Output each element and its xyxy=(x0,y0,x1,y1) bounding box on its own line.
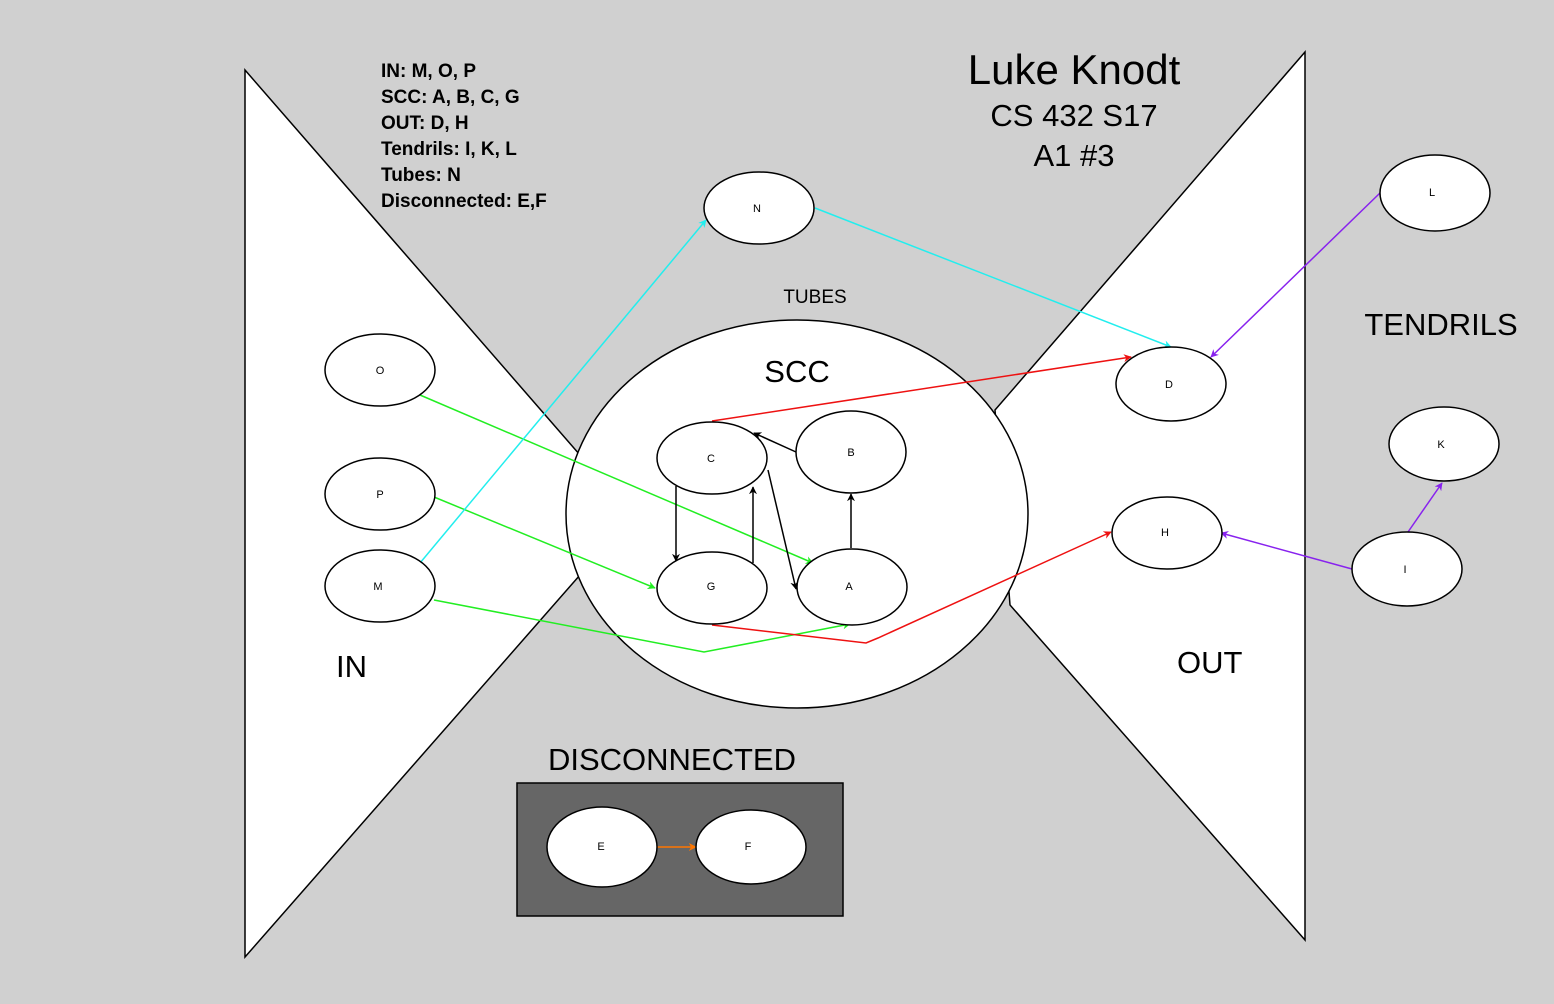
node-o[interactable]: O xyxy=(324,333,436,407)
legend-scc: SCC: A, B, C, G xyxy=(381,87,520,108)
edge-i-to-k xyxy=(1407,482,1443,533)
node-e-label: E xyxy=(597,841,604,853)
tendrils-region-label: TENDRILS xyxy=(1364,307,1517,342)
node-f[interactable]: F xyxy=(695,809,807,885)
node-g[interactable]: G xyxy=(656,551,768,625)
node-p[interactable]: P xyxy=(324,457,436,531)
node-h[interactable]: H xyxy=(1111,496,1223,570)
edge-i-to-h xyxy=(1220,531,1353,570)
node-a-label: A xyxy=(845,581,853,593)
node-e[interactable]: E xyxy=(546,806,658,888)
node-b-label: B xyxy=(847,447,854,459)
node-l-label: L xyxy=(1429,187,1435,199)
node-l[interactable]: L xyxy=(1379,154,1491,232)
node-d[interactable]: D xyxy=(1115,346,1227,422)
legend-in: IN: M, O, P xyxy=(381,61,476,82)
edge-l-to-d xyxy=(1210,192,1381,358)
node-k[interactable]: K xyxy=(1388,406,1500,482)
course-label: CS 432 S17 xyxy=(990,98,1157,133)
node-n[interactable]: N xyxy=(703,171,815,245)
node-g-label: G xyxy=(707,581,716,593)
node-m-label: M xyxy=(373,581,382,593)
node-b[interactable]: B xyxy=(795,410,907,494)
node-p-label: P xyxy=(376,489,383,501)
legend-out: OUT: D, H xyxy=(381,113,469,134)
legend: IN: M, O, P SCC: A, B, C, G OUT: D, H Te… xyxy=(381,61,547,212)
out-region-label: OUT xyxy=(1177,645,1243,680)
edges xyxy=(419,192,1443,851)
edge-n-to-d xyxy=(814,207,1172,349)
in-region-label: IN xyxy=(336,649,367,684)
nodes: O P M N C B G A xyxy=(324,154,1500,888)
legend-disconnected: Disconnected: E,F xyxy=(381,191,547,212)
edge-p-to-g xyxy=(433,496,656,589)
node-c[interactable]: C xyxy=(656,421,768,495)
scc-region-label: SCC xyxy=(764,354,829,389)
node-a[interactable]: A xyxy=(796,548,908,626)
node-o-label: O xyxy=(376,365,385,377)
assignment-label: A1 #3 xyxy=(1033,138,1114,173)
node-f-label: F xyxy=(745,841,752,853)
edge-m-to-a xyxy=(433,599,851,653)
edge-b-to-c xyxy=(753,432,797,453)
disconnected-region-label: DISCONNECTED xyxy=(548,742,796,777)
node-i[interactable]: I xyxy=(1351,531,1463,607)
node-i-label: I xyxy=(1403,564,1406,576)
edge-o-to-a xyxy=(419,394,814,564)
node-c-label: C xyxy=(707,453,715,465)
node-k-label: K xyxy=(1437,439,1445,451)
legend-tubes: Tubes: N xyxy=(381,165,461,186)
node-m[interactable]: M xyxy=(324,549,436,623)
edge-m-to-n xyxy=(419,219,707,564)
edge-g-to-h xyxy=(711,531,1112,644)
edge-c-to-a xyxy=(767,469,799,590)
out-region-wedge xyxy=(994,49,1306,942)
node-h-label: H xyxy=(1161,527,1169,539)
node-n-label: N xyxy=(753,203,761,215)
author-name: Luke Knodt xyxy=(968,46,1181,93)
edge-c-to-d xyxy=(711,354,1132,422)
node-d-label: D xyxy=(1165,379,1173,391)
legend-tendrils: Tendrils: I, K, L xyxy=(381,139,517,160)
tubes-region-label: TUBES xyxy=(783,287,846,308)
